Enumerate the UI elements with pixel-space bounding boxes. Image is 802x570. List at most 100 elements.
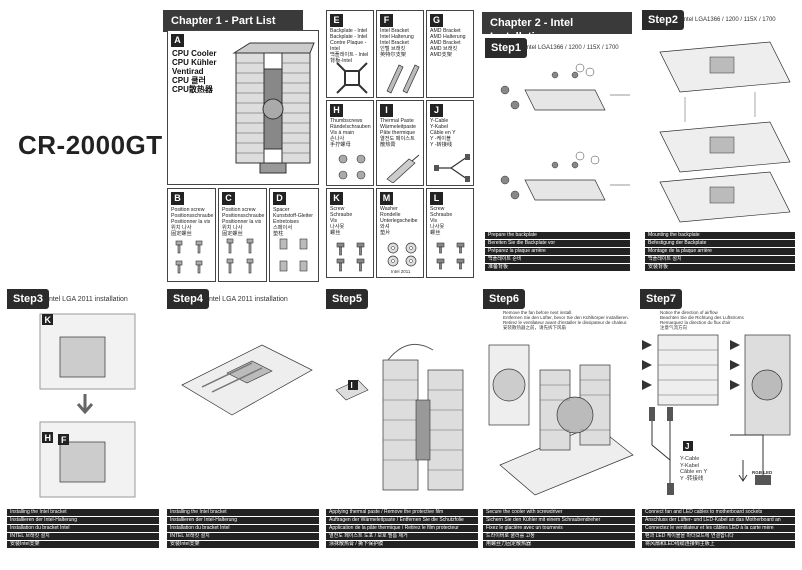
part-a-line: Ventirad <box>172 67 204 76</box>
step2-subtitle: Intel LGA1366 / 1200 / 115X / 1700 <box>682 17 776 23</box>
caption-line: Fixez le glacière avec un tournevis <box>483 525 635 533</box>
ycable-line: Y-Cable <box>680 456 700 462</box>
part-letter: M <box>380 192 393 205</box>
part-k-line: Schraube <box>330 212 353 218</box>
chapter2-title: Chapter 2 - Intel Installation <box>482 12 632 43</box>
part-c-line: Positionsschraube <box>222 213 265 219</box>
part-c-panel: C Position screw Positionsschraube Posit… <box>218 188 267 282</box>
thumbscrew-illustration <box>338 154 366 180</box>
part-k-line: 螺丝 <box>330 230 341 236</box>
part-a-line: CPU Kühler <box>172 58 217 67</box>
part-a-line: CPU 쿨러 <box>172 76 206 85</box>
part-m-line: Unterlegscheibe <box>380 218 418 224</box>
caption-line: 安装背板 <box>645 264 795 272</box>
part-e-line: Backplate - Intel <box>330 34 368 40</box>
note-line: Beachten Sie die Richtung des Luftstroms <box>660 315 744 320</box>
caption-line: Installing the Intel bracket <box>167 509 319 517</box>
caption-line: Applying thermal paste / Remove the prot… <box>326 509 478 517</box>
part-h-panel: H Thumbscrews Rändelschrauben Vis à main… <box>326 100 374 186</box>
part-g-line: AMD 브래킷 <box>430 46 458 52</box>
part-g-line: AMD支架 <box>430 52 452 58</box>
step4-tab: Step4 <box>167 289 209 309</box>
ycable-line: Y-Kabel <box>680 462 700 469</box>
caption-line: 열전도 페이스트 도포 / 보호 필름 제거 <box>326 533 478 541</box>
svg-text:K: K <box>45 315 52 325</box>
part-i-line: Pâte thermique <box>380 130 416 136</box>
part-g-line: AMD Bracket <box>430 28 461 34</box>
part-d-line: 스페이서 <box>273 225 293 231</box>
part-j-line: Câble en Y <box>430 130 456 136</box>
caption-line: INTEL 브래킷 설치 <box>7 533 159 541</box>
screw-illustration <box>436 242 465 270</box>
part-l-line: Screw <box>430 206 445 212</box>
part-e-line: 背板-Intel <box>330 58 352 64</box>
part-letter: A <box>171 34 184 47</box>
note-line: Remove the fan before next install. <box>503 310 573 315</box>
part-letter: G <box>430 14 443 27</box>
caption-line: Befestigung der Backplate <box>645 240 795 248</box>
part-j-line: Y -转接线 <box>430 142 453 148</box>
part-e-line: Contre Plaque - Intel <box>330 40 367 52</box>
part-g-line: AMD Bracket <box>430 40 461 46</box>
caption-line: 将风扇和LED线缆连接到主板上 <box>642 541 795 549</box>
caption-line: 用螺丝刀固定散热器 <box>483 541 635 549</box>
step7-tab: Step7 <box>640 289 682 309</box>
part-k-line: Screw <box>330 206 345 212</box>
svg-text:I: I <box>351 381 353 390</box>
part-l-line: 螺丝 <box>430 230 441 236</box>
part-m-panel: M Washer Rondelle Unterlegscheibe 와셔 垫片 … <box>376 188 424 278</box>
step4-motherboard-diagram <box>181 344 313 416</box>
part-d-line: Kunststoff-Gleiter <box>273 213 313 219</box>
caption-line: Application de la pâte thermique / Retir… <box>326 525 478 533</box>
part-letter: K <box>330 192 343 205</box>
part-letter: D <box>273 192 286 205</box>
part-b-line: 固定螺丝 <box>171 231 192 237</box>
part-letter: F <box>380 14 393 27</box>
step7-captions: Connect fan and LED cables to motherboar… <box>642 509 795 549</box>
step5-tab: Step5 <box>326 289 368 309</box>
part-c-line: Position screw <box>222 207 256 213</box>
caption-line: 准备背板 <box>485 264 630 272</box>
part-letter: L <box>430 192 443 205</box>
part-h-line: Thumbscrews <box>330 118 363 124</box>
caption-line: 安装Intel支架 <box>7 541 159 549</box>
caption-line: Installieren der Intel-Halterung <box>167 517 319 525</box>
backplate-illustration <box>336 62 368 94</box>
ycable-line: Y -转接线 <box>680 475 704 482</box>
part-i-panel: I Thermal Paste Wärmeleitpaste Pâte ther… <box>376 100 424 186</box>
caption-line: Sichern Sie den Kühler mit einem Schraub… <box>483 517 635 525</box>
note-line: Entfernen Sie den Lüfter, bevor Sie den … <box>503 315 629 320</box>
part-g-panel: G AMD Bracket AMD Halterung AMD Bracket … <box>426 10 474 98</box>
part-b-line: Positionner la vis <box>171 219 211 225</box>
thermal-paste-syringe-illustration <box>386 154 420 183</box>
spacer-illustration <box>279 238 308 272</box>
part-l-line: Schraube <box>430 212 453 218</box>
note-line: 注意气流方向 <box>660 325 687 330</box>
caption-line: Montage de la plaque arrière <box>645 248 795 256</box>
washer-illustration <box>387 242 417 267</box>
note-line: Notice the direction of airflow <box>660 310 718 315</box>
part-f-line: Intel Bracket <box>380 28 409 34</box>
part-letter: B <box>171 192 184 205</box>
product-title: CR-2000GT <box>18 130 163 160</box>
part-f-line: Intel Halterung <box>380 34 414 40</box>
step4-subtitle: Intel LGA 2011 installation <box>207 296 288 303</box>
step7-ycable-label: Y-Cable Y-Kabel Câble en Y Y -转接线 <box>680 456 707 482</box>
caption-line: 涂抹散热膏 / 撕下保护膜 <box>326 541 478 549</box>
caption-line: Installieren der Intel-Halterung <box>7 517 159 525</box>
part-f-line: 인텔 브래킷 <box>380 46 406 52</box>
step5-thermal-paste-diagram: I <box>335 343 464 491</box>
step6-note: Remove the fan before next install. Entf… <box>503 310 633 330</box>
part-letter: H <box>330 104 343 117</box>
caption-line: Installing the Intel bracket <box>7 509 159 517</box>
step1-backplate-diagram <box>500 63 630 201</box>
svg-text:F: F <box>61 435 67 445</box>
part-b-panel: B Position screw Positionsschraube Posit… <box>167 188 216 282</box>
part-c-line: 위치 나사 <box>222 225 243 231</box>
part-f-line: 英特尔支架 <box>380 52 406 58</box>
caption-line: 드라이버로 쿨러를 고정 <box>483 533 635 541</box>
ycable-line: Câble en Y <box>680 469 708 475</box>
y-cable-illustration <box>434 154 470 182</box>
part-letter: C <box>222 192 235 205</box>
caption-line: Secure the cooler with screwdriver <box>483 509 635 517</box>
